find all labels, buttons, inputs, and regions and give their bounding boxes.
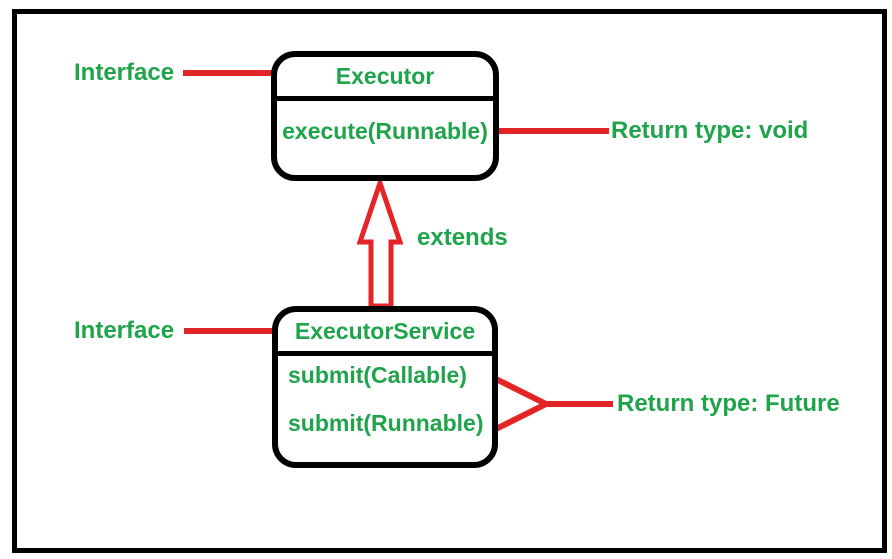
return-type-future-label: Return type: Future	[617, 390, 840, 417]
executor-service-method-submit-callable: submit(Callable)	[288, 362, 467, 388]
executor-service-interface-box: ExecutorService submit(Callable) submit(…	[272, 306, 498, 468]
executor-method-execute: execute(Runnable)	[282, 118, 488, 144]
diagram-outer-border	[12, 9, 887, 553]
executor-service-methods-section: submit(Callable) submit(Runnable)	[278, 361, 492, 437]
executor-interface-box: Executor execute(Runnable)	[271, 51, 499, 181]
interface-label-executor-service: Interface	[74, 317, 175, 344]
interface-label-executor: Interface	[74, 59, 175, 86]
executor-service-method-submit-runnable: submit(Runnable)	[288, 410, 484, 436]
return-type-void-label: Return type: void	[611, 117, 809, 144]
executor-methods-section: execute(Runnable)	[277, 117, 493, 145]
executor-service-title: ExecutorService	[278, 312, 492, 356]
executor-title: Executor	[277, 57, 493, 101]
extends-relationship-label: extends	[417, 224, 508, 251]
extends-inheritance-arrow	[356, 175, 404, 309]
return-future-fork-lines	[492, 376, 553, 433]
